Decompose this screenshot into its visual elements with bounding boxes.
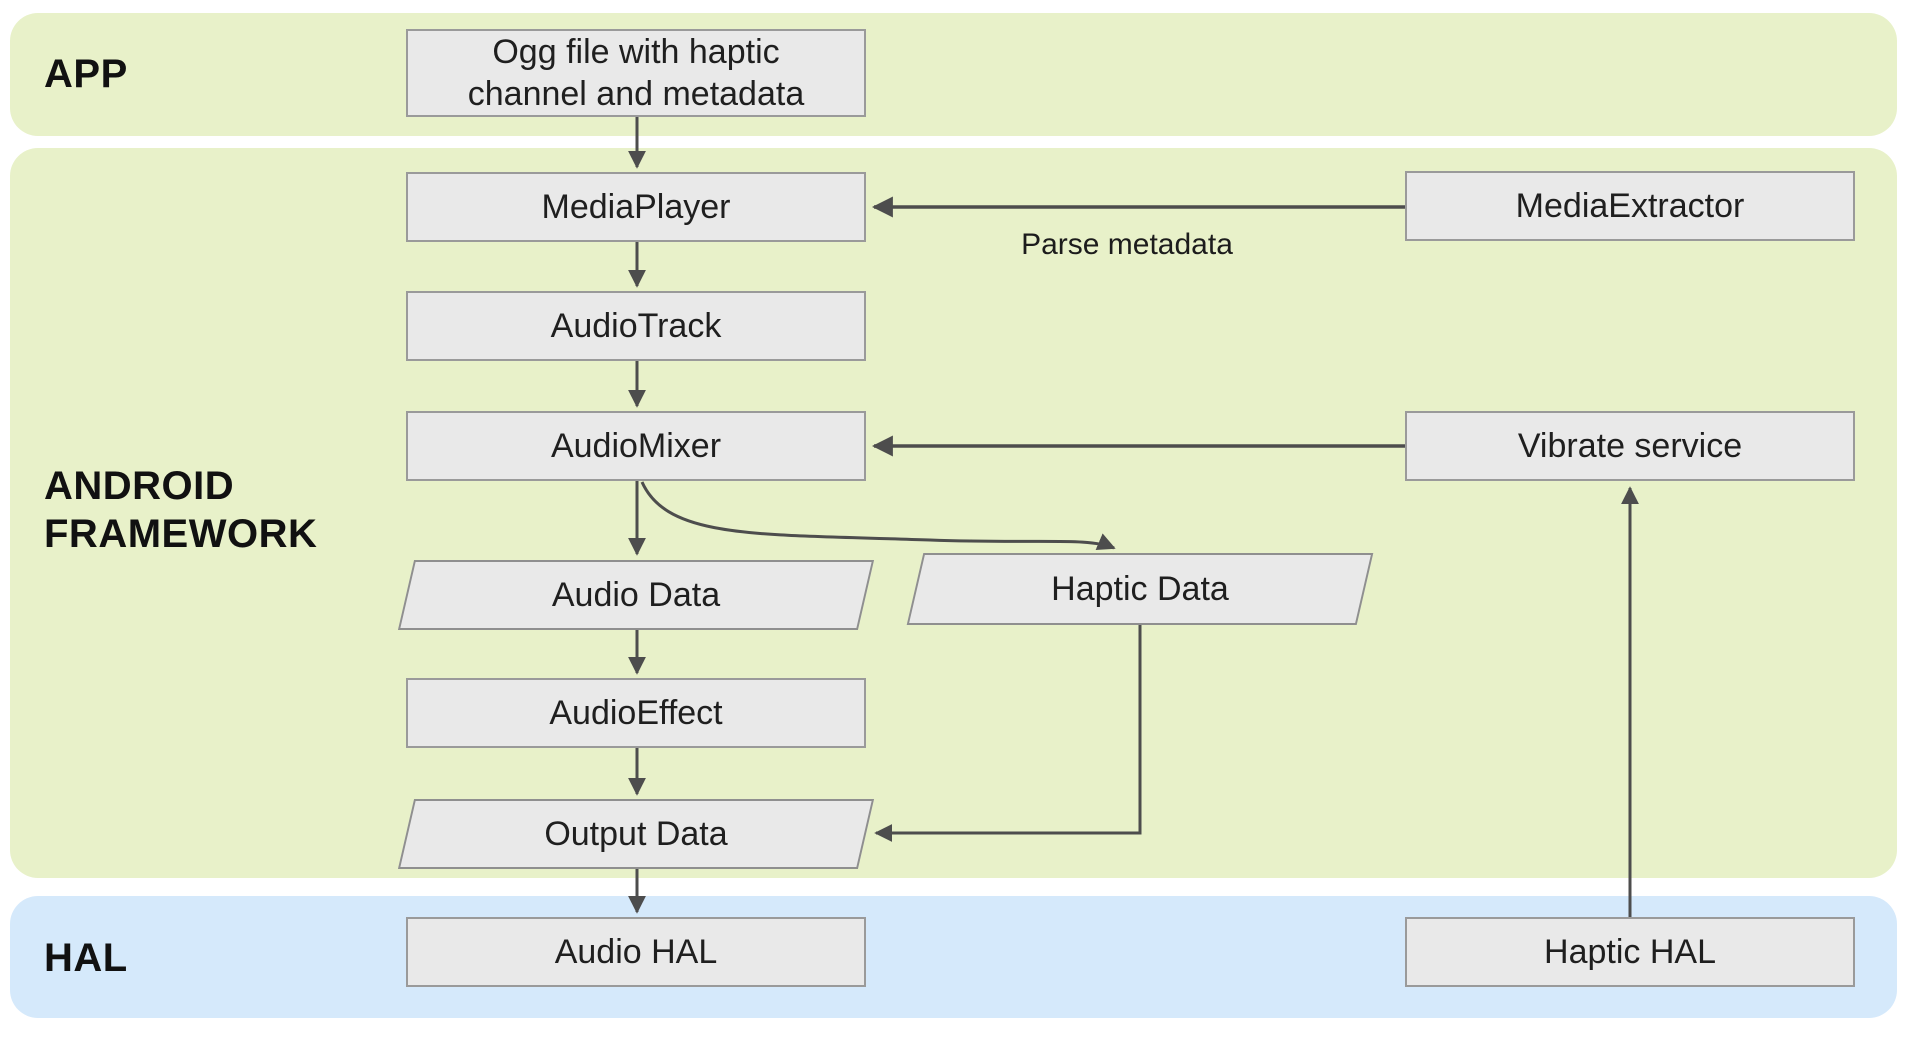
band-label-app: APP — [44, 52, 128, 96]
node-media-extractor: MediaExtractor — [1405, 171, 1855, 241]
node-vibrate-service-label: Vibrate service — [1517, 426, 1743, 465]
node-media-extractor-label: MediaExtractor — [1515, 186, 1745, 225]
node-haptic-hal: Haptic HAL — [1405, 917, 1855, 987]
node-audio-hal-label: Audio HAL — [554, 932, 718, 971]
node-media-player-label: MediaPlayer — [541, 187, 731, 226]
band-label-hal: HAL — [44, 936, 128, 980]
node-output-data-label: Output Data — [544, 814, 728, 853]
node-ogg-file: Ogg file with haptic channel and metadat… — [406, 29, 866, 117]
node-media-player: MediaPlayer — [406, 172, 866, 242]
node-audio-mixer: AudioMixer — [406, 411, 866, 481]
edge-label-parse-metadata: Parse metadata — [1021, 228, 1233, 261]
node-haptic-hal-label: Haptic HAL — [1544, 932, 1716, 971]
node-vibrate-service: Vibrate service — [1405, 411, 1855, 481]
node-ogg-file-label: Ogg file with haptic channel and metadat… — [467, 32, 805, 114]
band-app — [10, 13, 1897, 136]
node-audio-track: AudioTrack — [406, 291, 866, 361]
band-label-android-framework: ANDROID FRAMEWORK — [44, 464, 318, 556]
node-audio-effect-label: AudioEffect — [549, 693, 723, 732]
node-haptic-data: Haptic Data — [906, 553, 1374, 625]
node-haptic-data-label: Haptic Data — [1051, 569, 1229, 608]
node-audio-effect: AudioEffect — [406, 678, 866, 748]
node-audio-track-label: AudioTrack — [550, 306, 722, 345]
node-output-data: Output Data — [397, 799, 875, 869]
node-audio-mixer-label: AudioMixer — [550, 426, 722, 465]
node-audio-data: Audio Data — [397, 560, 875, 630]
node-audio-hal: Audio HAL — [406, 917, 866, 987]
node-audio-data-label: Audio Data — [551, 575, 721, 614]
